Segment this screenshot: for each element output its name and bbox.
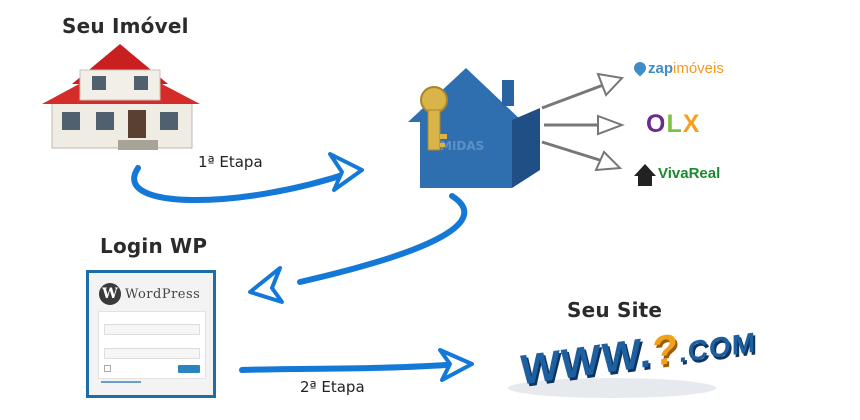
site-question: ? (652, 324, 679, 375)
step1-arrow (131, 165, 355, 203)
remember-checkbox (104, 365, 111, 372)
site-com: .COM (678, 326, 757, 369)
wordpress-brand: WordPress (125, 286, 201, 302)
wordpress-icon: W (99, 283, 121, 305)
lost-password-link (101, 381, 141, 383)
step1-label: 1ª Etapa (198, 153, 263, 171)
password-field (104, 348, 200, 359)
username-field (104, 324, 200, 335)
site-title: Seu Site (567, 298, 663, 322)
step2-label: 2ª Etapa (300, 378, 365, 396)
step2-arrow (239, 361, 463, 373)
zap-accent: imóveis (673, 60, 724, 77)
login-title: Login WP (100, 234, 208, 258)
vivareal-house-icon (634, 164, 656, 176)
wp-login-form (98, 311, 206, 379)
midas-house-icon: MIDAS (408, 68, 540, 188)
vivareal-house-body (638, 176, 652, 186)
olx-text: OLX (646, 110, 701, 138)
zapimoveis-logo: zapimóveis (648, 60, 724, 77)
step-login-arrow (297, 193, 468, 285)
zap-main: zap (648, 60, 674, 77)
midas-badge: MIDAS (440, 139, 484, 153)
wordpress-logo: W WordPress (99, 283, 200, 305)
house-illustration (42, 44, 200, 150)
login-button (178, 365, 200, 373)
vivareal-logo: VivaReal (658, 165, 721, 182)
wordpress-login-card: W WordPress (86, 270, 216, 398)
property-title: Seu Imóvel (62, 14, 189, 38)
olx-logo: OLX (646, 110, 700, 139)
